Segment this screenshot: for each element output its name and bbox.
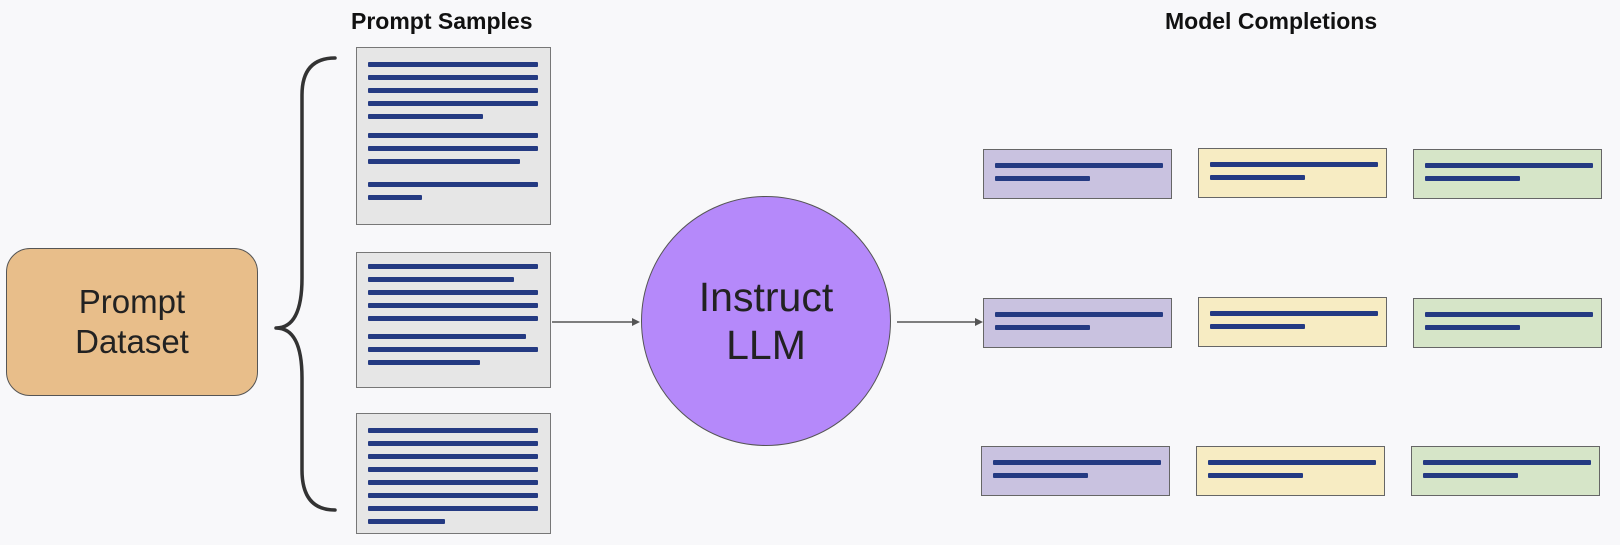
prompt-sample-card (356, 413, 551, 534)
completion-card-yellow (1198, 297, 1387, 347)
text-line (1208, 473, 1303, 478)
text-line (368, 277, 514, 282)
prompt-samples-heading: Prompt Samples (351, 8, 533, 34)
text-line (368, 480, 538, 485)
text-line (368, 195, 422, 200)
text-line (993, 460, 1161, 465)
text-line (995, 325, 1090, 330)
text-line (368, 264, 538, 269)
text-line (368, 454, 538, 459)
text-line (1210, 175, 1305, 180)
text-line (368, 62, 538, 67)
arrow-right-icon (897, 318, 983, 326)
completion-card-green (1413, 149, 1602, 199)
text-line (368, 114, 483, 119)
text-line (368, 303, 538, 308)
instruct-llm-circle: Instruct LLM (641, 196, 891, 446)
text-line (368, 146, 538, 151)
text-line (1425, 312, 1593, 317)
text-line (368, 467, 538, 472)
text-line (368, 133, 538, 138)
prompt-dataset-box: Prompt Dataset (6, 248, 258, 396)
text-line (1423, 460, 1591, 465)
text-line (1425, 176, 1520, 181)
text-line (368, 441, 538, 446)
text-line (1425, 325, 1520, 330)
text-line (368, 519, 445, 524)
text-line (1210, 162, 1378, 167)
text-line (1423, 473, 1518, 478)
text-line (368, 334, 526, 339)
model-completions-heading: Model Completions (1165, 8, 1378, 34)
text-line (368, 88, 538, 93)
completion-card-purple (981, 446, 1170, 496)
completion-card-purple (983, 149, 1172, 199)
text-line (1425, 163, 1593, 168)
completion-card-yellow (1196, 446, 1385, 496)
text-line (1210, 324, 1305, 329)
text-line (995, 176, 1090, 181)
text-line (368, 428, 538, 433)
completion-card-yellow (1198, 148, 1387, 198)
text-line (1210, 311, 1378, 316)
arrow-right-icon (552, 318, 640, 326)
prompt-sample-card (356, 252, 551, 388)
completion-card-purple (983, 298, 1172, 348)
text-line (995, 163, 1163, 168)
text-line (368, 347, 538, 352)
prompt-sample-card (356, 47, 551, 225)
text-line (368, 506, 538, 511)
text-line (993, 473, 1088, 478)
text-line (368, 101, 538, 106)
text-line (1208, 460, 1376, 465)
text-line (995, 312, 1163, 317)
text-line (368, 290, 538, 295)
curly-brace-icon (274, 56, 337, 512)
text-line (368, 493, 538, 498)
text-line (368, 316, 538, 321)
completion-card-green (1413, 298, 1602, 348)
text-line (368, 360, 480, 365)
text-line (368, 75, 538, 80)
text-line (368, 159, 520, 164)
completion-card-green (1411, 446, 1600, 496)
text-line (368, 182, 538, 187)
